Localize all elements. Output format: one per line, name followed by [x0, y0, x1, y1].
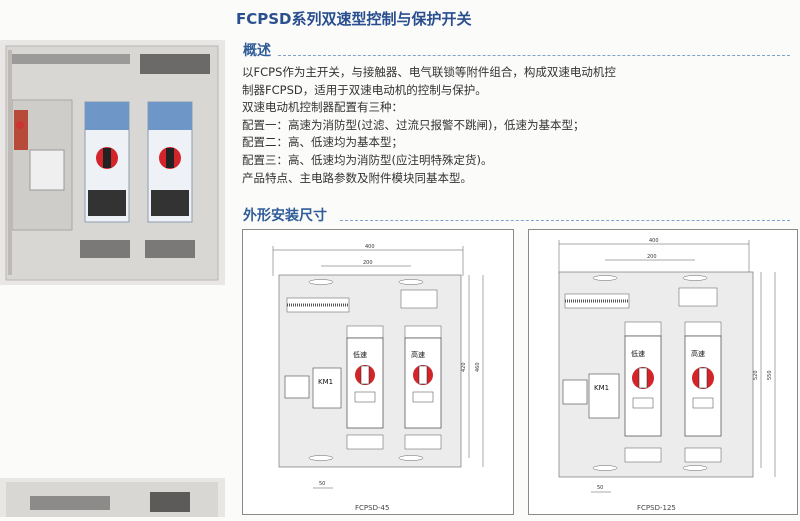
overview-heading: 概述 [243, 43, 271, 59]
label-km1: KM1 [594, 384, 609, 392]
overview-line: 双速电动机控制器配置有三种： [242, 100, 403, 115]
dim-top: 400 [649, 238, 659, 244]
dim-right-outer: 460 [475, 362, 481, 372]
dim-right-inner: 420 [461, 362, 467, 372]
dim-right-inner: 520 [753, 370, 759, 380]
dimensions-heading: 外形安装尺寸 [243, 208, 327, 224]
dim-bottom: 50 [319, 481, 325, 487]
drawing-fcpsd-45: 400 200 低速 高速 KM1 [242, 229, 514, 515]
dim-mid: 200 [647, 254, 657, 260]
label-low-speed: 低速 [631, 349, 645, 358]
overview-rule [278, 55, 790, 56]
overview-line: 以FCPS作为主开关，与接触器、电气联锁等附件组合，构成双速电动机控 [242, 65, 616, 79]
dim-bottom: 50 [597, 485, 603, 491]
dimensions-rule [340, 220, 790, 221]
drawing-fcpsd-125: 400 200 低速 高速 KM1 520 550 50 FCPSD-125 [528, 229, 798, 515]
overview-line: 制器FCPSD，适用于双速电动机的控制与保护。 [242, 82, 487, 97]
drawing-caption: FCPSD-125 [637, 504, 676, 512]
product-photo [0, 40, 225, 285]
label-high-speed: 高速 [411, 350, 425, 359]
label-km1: KM1 [318, 378, 333, 386]
overview-line: 配置二：高、低速均为基本型； [242, 135, 403, 150]
page-title: FCPSD系列双速型控制与保护开关 [236, 10, 472, 28]
label-high-speed: 高速 [691, 349, 705, 358]
dim-mid: 200 [363, 260, 373, 266]
overview-line: 配置三：高、低速均为消防型(应注明特殊定货)。 [242, 152, 493, 167]
label-low-speed: 低速 [353, 350, 367, 359]
product-photo-2 [0, 478, 225, 517]
overview-body: 以FCPS作为主开关，与接触器、电气联锁等附件组合，构成双速电动机控 制器FCP… [242, 64, 616, 187]
overview-line: 配置一：高速为消防型(过滤、过流只报警不跳闸)，低速为基本型； [242, 117, 585, 132]
dim-right-outer: 550 [767, 370, 773, 380]
overview-line: 产品特点、主电路参数及附件模块同基本型。 [242, 170, 472, 185]
dim-top: 400 [365, 244, 375, 250]
drawing-caption: FCPSD-45 [355, 504, 389, 512]
